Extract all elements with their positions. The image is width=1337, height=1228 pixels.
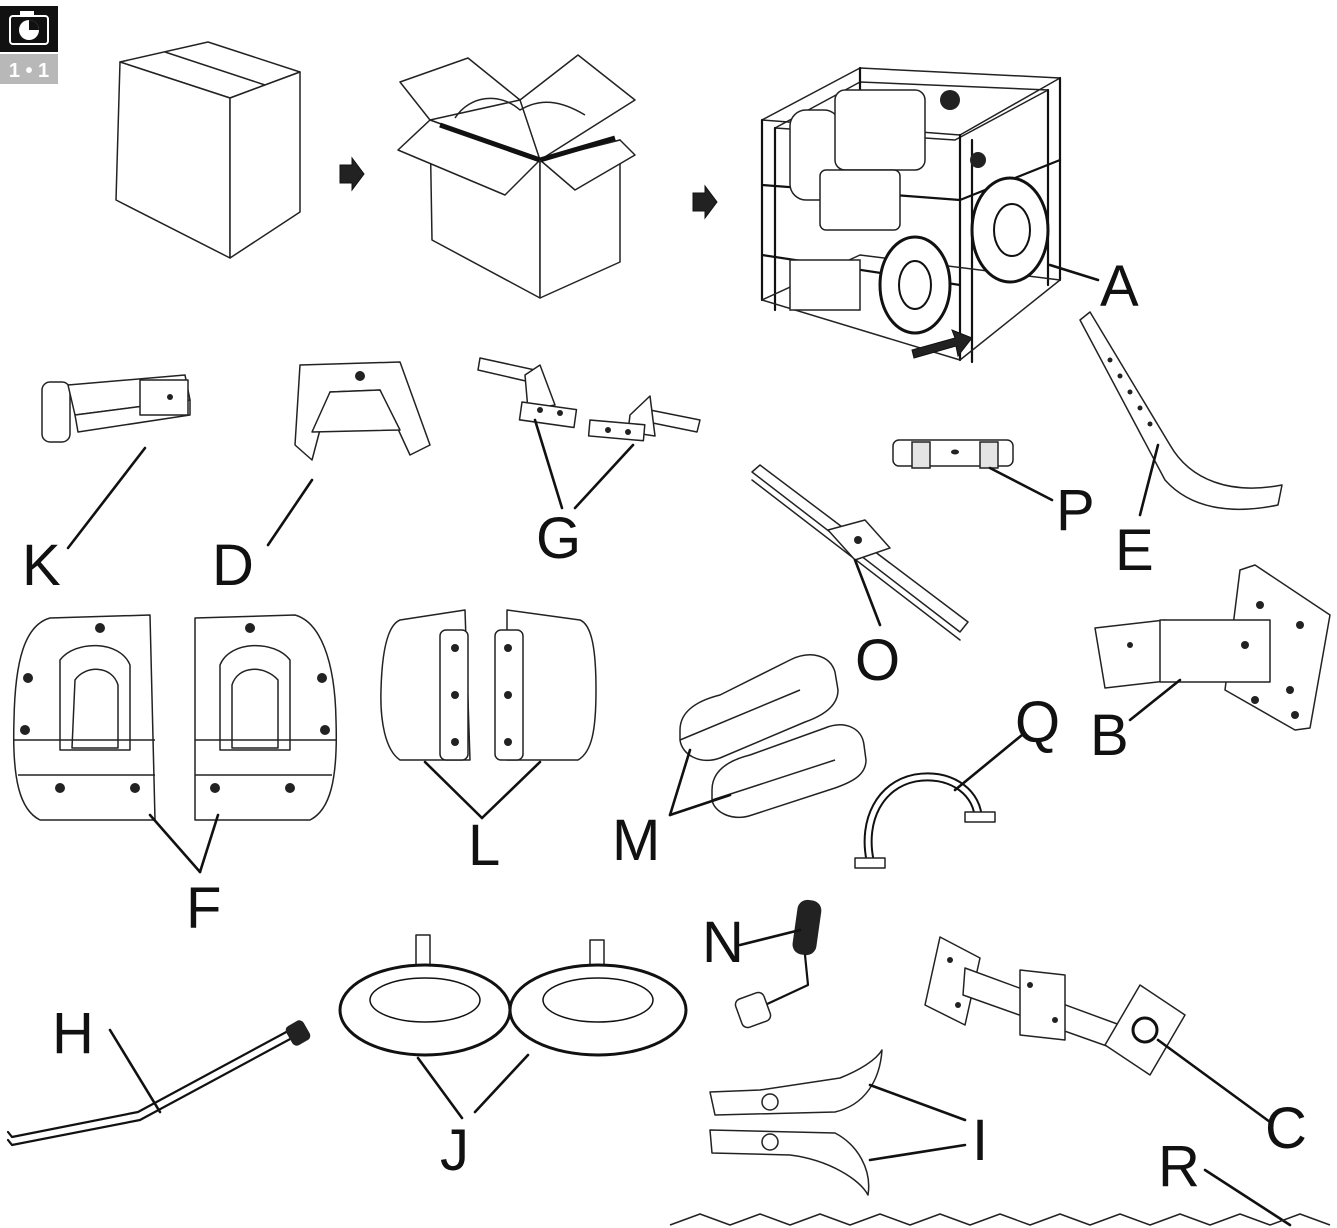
label-g: G bbox=[536, 506, 581, 571]
part-i-illustration bbox=[709, 1049, 883, 1196]
label-r: R bbox=[1158, 1134, 1200, 1199]
part-m-illustration bbox=[679, 654, 867, 819]
label-h: H bbox=[52, 1001, 94, 1066]
part-b-illustration bbox=[1094, 564, 1331, 731]
part-g-illustration bbox=[477, 357, 701, 442]
label-n: N bbox=[702, 910, 744, 975]
label-b: B bbox=[1090, 703, 1129, 768]
label-o: O bbox=[855, 628, 900, 693]
part-h-illustration bbox=[6, 1020, 311, 1147]
part-k-illustration bbox=[41, 374, 191, 443]
label-c: C bbox=[1265, 1096, 1307, 1161]
arrow-icon bbox=[692, 184, 718, 220]
label-p: P bbox=[1056, 478, 1095, 543]
part-e-illustration bbox=[1079, 311, 1283, 510]
label-e: E bbox=[1115, 518, 1154, 583]
part-p-illustration bbox=[892, 439, 1014, 469]
label-d: D bbox=[212, 533, 254, 598]
part-d-illustration bbox=[294, 361, 431, 461]
part-c-illustration bbox=[924, 936, 1186, 1076]
step-number: 1 • 1 bbox=[9, 60, 49, 82]
part-n-illustration bbox=[734, 899, 822, 1029]
part-l-illustration bbox=[380, 609, 597, 761]
open-box-illustration bbox=[397, 54, 636, 299]
arrow-icon bbox=[911, 329, 973, 359]
part-j-illustration bbox=[338, 934, 688, 1057]
part-f-illustration bbox=[12, 614, 338, 821]
crated-tiller-illustration bbox=[760, 66, 1062, 364]
label-i: I bbox=[972, 1108, 988, 1173]
closed-box-illustration bbox=[115, 41, 301, 259]
label-f: F bbox=[186, 876, 221, 941]
part-o-illustration bbox=[751, 464, 969, 641]
step-badge: 1 • 1 bbox=[0, 6, 58, 84]
label-j: J bbox=[440, 1118, 469, 1183]
part-q-illustration bbox=[854, 772, 996, 869]
label-m: M bbox=[612, 808, 660, 873]
arrow-icon bbox=[339, 156, 365, 192]
label-a: A bbox=[1100, 254, 1139, 319]
label-q: Q bbox=[1015, 690, 1060, 755]
camera-icon bbox=[9, 11, 49, 45]
label-l: L bbox=[468, 813, 500, 878]
label-k: K bbox=[22, 533, 61, 598]
